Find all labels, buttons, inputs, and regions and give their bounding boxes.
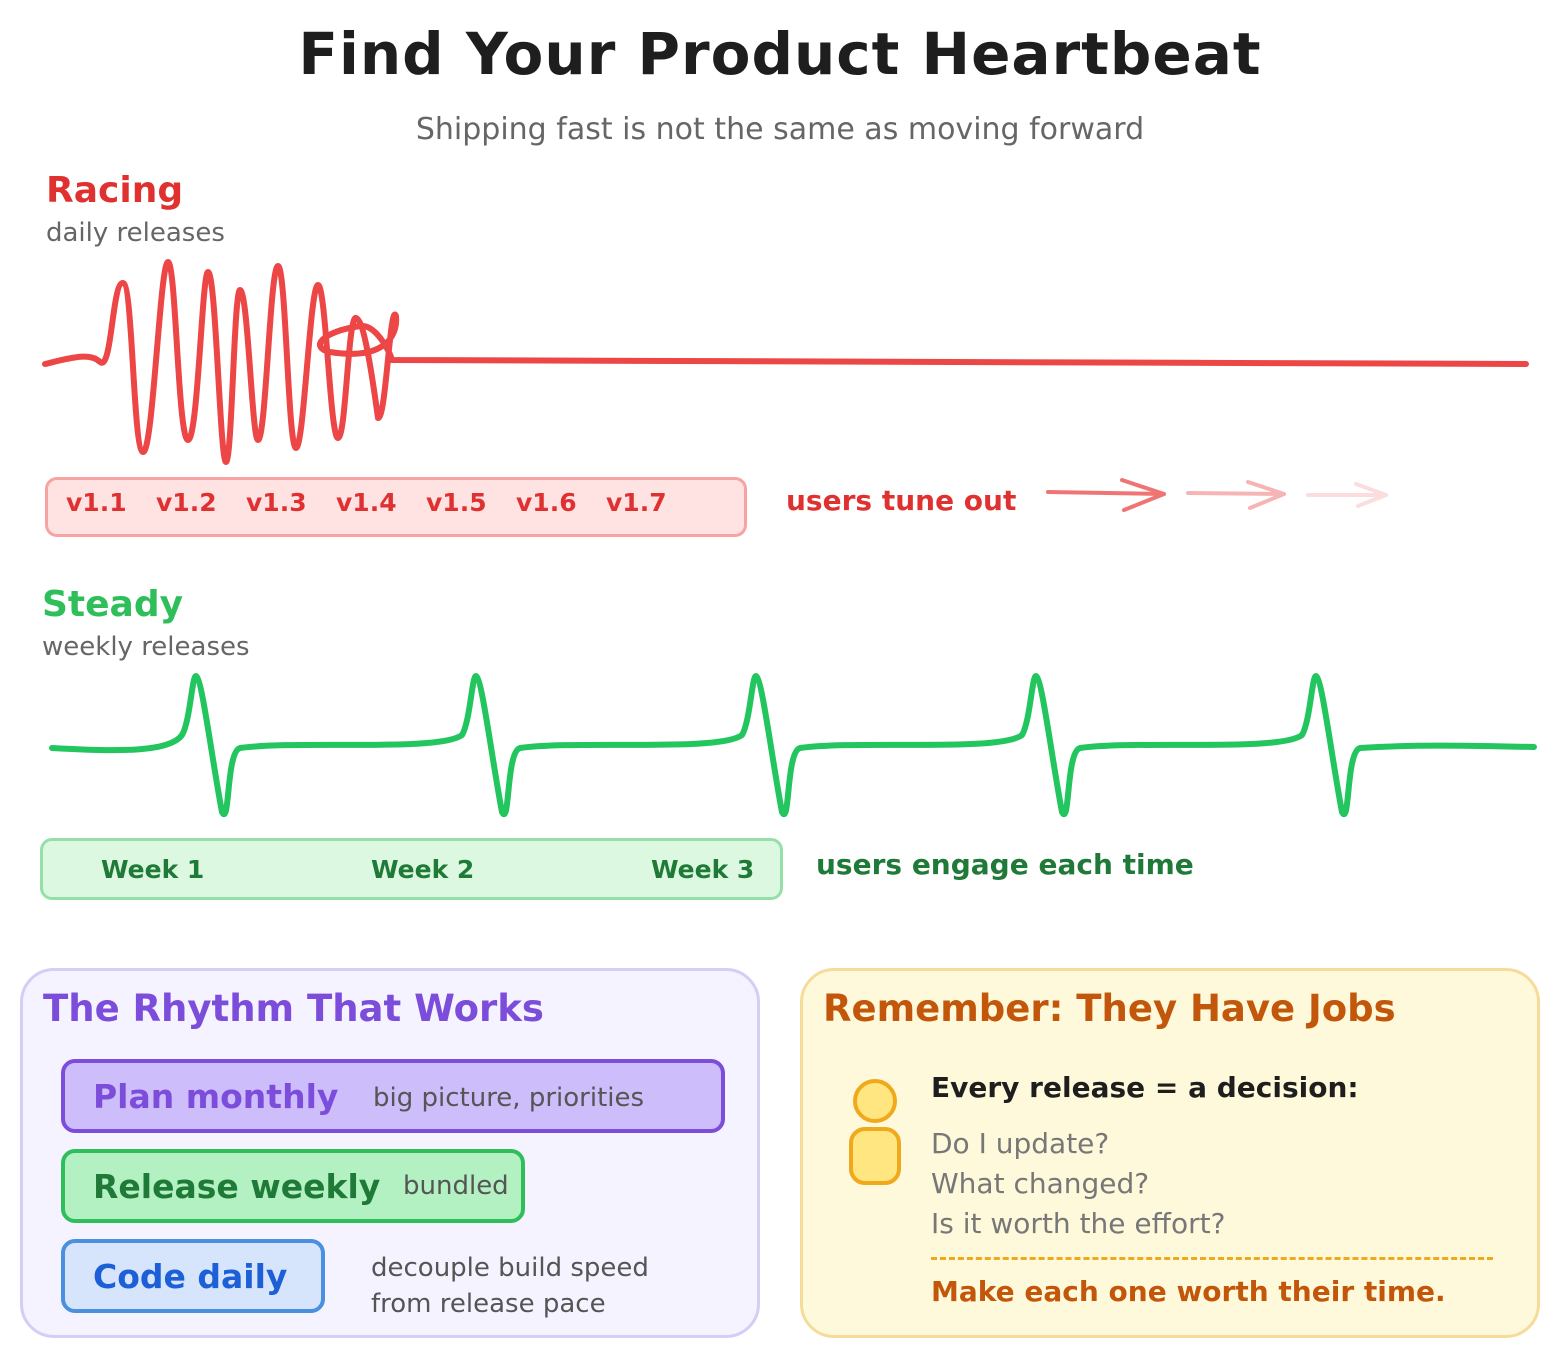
steady-heading: Steady bbox=[42, 584, 184, 625]
arrow-right-icon bbox=[1186, 480, 1286, 510]
release-weekly-pill: Release weekly bundled bbox=[61, 1149, 525, 1223]
plan-monthly-note: big picture, priorities bbox=[373, 1083, 645, 1113]
steady-outcome: users engage each time bbox=[816, 848, 1194, 881]
remember-card: Remember: They Have Jobs Every release =… bbox=[800, 968, 1540, 1338]
week-label: Week 3 bbox=[651, 855, 755, 884]
version-label: v1.1 bbox=[66, 488, 127, 517]
page-title: Find Your Product Heartbeat bbox=[298, 20, 1262, 88]
rhythm-card-title: The Rhythm That Works bbox=[43, 987, 544, 1030]
remember-card-title: Remember: They Have Jobs bbox=[823, 987, 1396, 1030]
version-label: v1.2 bbox=[156, 488, 217, 517]
page-subtitle: Shipping fast is not the same as moving … bbox=[415, 112, 1145, 147]
steady-subheading: weekly releases bbox=[42, 632, 250, 662]
racing-outcome: users tune out bbox=[786, 484, 1017, 517]
question-line: Do I update? bbox=[931, 1127, 1110, 1160]
code-daily-note-line: from release pace bbox=[371, 1289, 606, 1319]
racing-heading: Racing bbox=[46, 170, 184, 211]
question-line: Is it worth the effort? bbox=[931, 1207, 1226, 1240]
steady-wave-line bbox=[49, 673, 1537, 818]
version-label: v1.7 bbox=[606, 488, 667, 517]
rhythm-card: The Rhythm That Works Plan monthly big p… bbox=[20, 968, 760, 1338]
steady-week-band: Week 1 Week 2 Week 3 bbox=[40, 838, 783, 900]
question-line: What changed? bbox=[931, 1167, 1150, 1200]
week-label: Week 1 bbox=[101, 855, 205, 884]
code-daily-label: Code daily bbox=[93, 1257, 288, 1296]
remember-lead: Every release = a decision: bbox=[931, 1071, 1359, 1104]
remember-closing: Make each one worth their time. bbox=[931, 1275, 1446, 1308]
person-icon bbox=[849, 1079, 901, 1185]
release-weekly-note: bundled bbox=[403, 1171, 509, 1201]
racing-wave-line bbox=[42, 259, 1529, 465]
dashed-divider bbox=[931, 1257, 1493, 1260]
code-daily-note-line: decouple build speed bbox=[371, 1253, 649, 1283]
plan-monthly-label: Plan monthly bbox=[93, 1077, 339, 1116]
version-label: v1.4 bbox=[336, 488, 397, 517]
version-label: v1.6 bbox=[516, 488, 577, 517]
version-label: v1.5 bbox=[426, 488, 487, 517]
version-label: v1.3 bbox=[246, 488, 307, 517]
arrow-right-icon bbox=[1306, 482, 1388, 508]
arrow-right-icon bbox=[1046, 478, 1166, 512]
plan-monthly-pill: Plan monthly big picture, priorities bbox=[61, 1059, 725, 1133]
week-label: Week 2 bbox=[371, 855, 475, 884]
racing-version-band: v1.1 v1.2 v1.3 v1.4 v1.5 v1.6 v1.7 bbox=[45, 477, 747, 537]
racing-subheading: daily releases bbox=[46, 218, 225, 248]
release-weekly-label: Release weekly bbox=[93, 1167, 381, 1206]
code-daily-pill: Code daily bbox=[61, 1239, 325, 1313]
